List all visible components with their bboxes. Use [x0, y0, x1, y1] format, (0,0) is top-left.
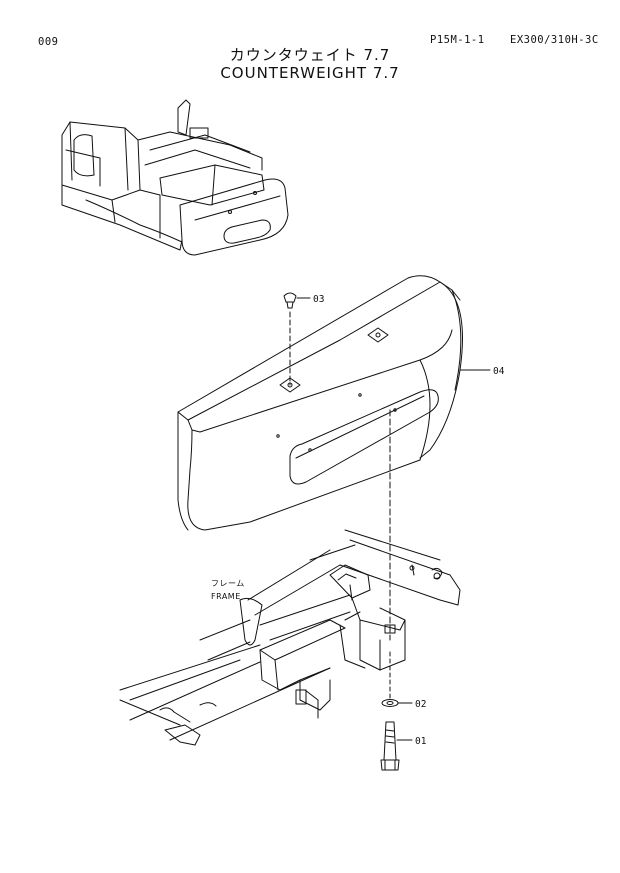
- callout-01: 01: [415, 736, 427, 747]
- callout-04: 04: [493, 366, 505, 377]
- callout-02: 02: [415, 699, 426, 710]
- plug-03: [283, 292, 311, 309]
- washer-02: [381, 699, 413, 707]
- counterweight-04: [177, 275, 463, 531]
- title-english: COUNTERWEIGHT 7.7: [220, 64, 400, 82]
- title-japanese: カウンタウェイト 7.7: [229, 46, 391, 64]
- frame-label-japanese: フレーム: [211, 579, 245, 588]
- frame-illustration: [119, 529, 461, 746]
- callout-03: 03: [313, 294, 324, 305]
- frame-label-english: FRAME: [211, 592, 241, 601]
- page-number: 009: [38, 36, 59, 48]
- sheet-reference: P15M-1-1: [430, 34, 485, 46]
- machine-model: EX300/310H-3C: [510, 34, 599, 46]
- bolt-01: [380, 721, 413, 771]
- excavator-overview-illustration: [61, 99, 289, 256]
